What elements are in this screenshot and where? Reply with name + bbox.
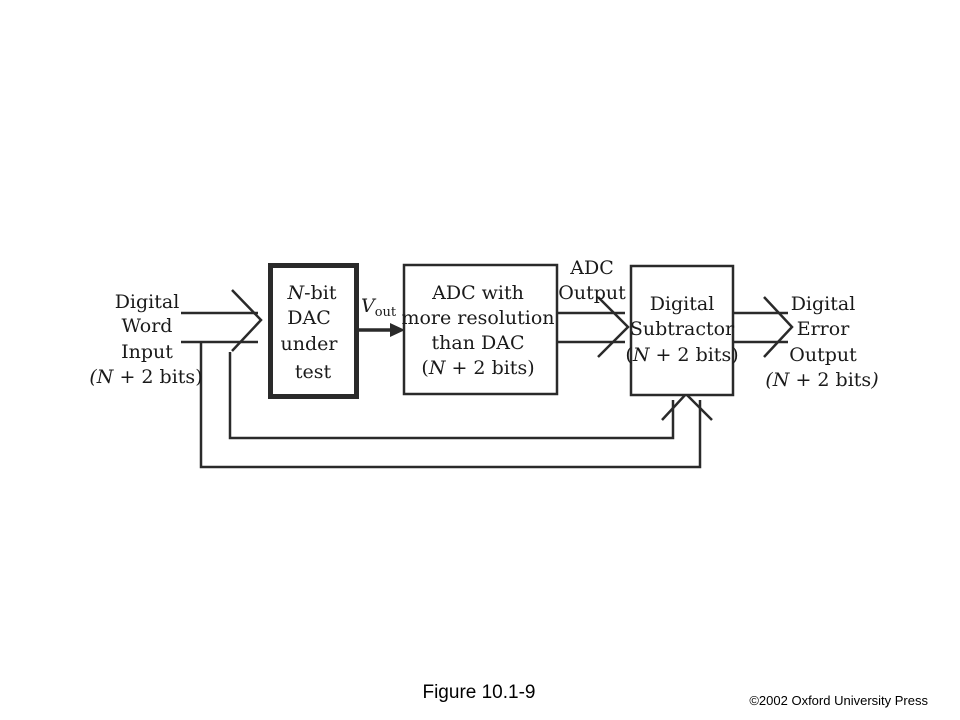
figure-caption: Figure 10.1-9 [422, 682, 535, 703]
dac-line-1: N-bit [287, 282, 337, 304]
input-label-line-1: Digital [115, 291, 180, 313]
vout-label: Vout [361, 295, 397, 320]
subtractor-bits: (N + 2 bits) [625, 344, 738, 366]
adc-line-3: than DAC [432, 332, 525, 354]
subtractor-block [629, 264, 735, 397]
error-output-chevron [763, 296, 794, 358]
error-output-line-2: Error [797, 318, 850, 340]
subtractor-block-text: Digital Subtractor (N + 2 bits) [625, 293, 738, 366]
dac-block-text: N-bit DAC under test [281, 282, 339, 383]
input-label-line-2: Word [122, 315, 173, 337]
feedback-line-outer [199, 342, 702, 469]
vout-arrowhead [390, 323, 405, 337]
adc-bits: (N + 2 bits) [421, 357, 534, 379]
error-output-line-1: Digital [791, 293, 856, 315]
copyright-notice: ©2002 Oxford University Press [749, 693, 928, 708]
dac-line-3: under [281, 333, 339, 355]
adc-block [402, 263, 559, 396]
adc-output-label: ADC Output [558, 257, 626, 304]
subtractor-line-1: Digital [650, 293, 715, 315]
dac-input-chevron [231, 289, 263, 352]
subtractor-input-chevron [597, 296, 630, 358]
error-bits-label: (N + 2 bits) [765, 369, 878, 391]
error-output-label: Digital Error Output (N + 2 bits) [765, 293, 878, 391]
subtractor-feedback-chevron [661, 392, 713, 421]
error-output-line-3: Output [789, 344, 857, 366]
dac-line-4: test [295, 361, 332, 383]
input-bits-label: (N + 2 bits) [89, 366, 202, 388]
adc-output-line-2: Output [558, 282, 626, 304]
input-label-line-3: Input [121, 341, 173, 363]
subtractor-line-2: Subtractor [630, 318, 735, 340]
adc-line-1: ADC with [431, 282, 524, 304]
adc-output-line-1: ADC [569, 257, 614, 279]
adc-line-2: more resolution [401, 307, 554, 329]
input-label: Digital Word Input (N + 2 bits) [89, 291, 202, 388]
feedback-line-inner [228, 352, 675, 440]
dac-line-2: DAC [287, 307, 331, 329]
dac-block [268, 263, 359, 399]
adc-block-text: ADC with more resolution than DAC (N + 2… [401, 282, 554, 379]
